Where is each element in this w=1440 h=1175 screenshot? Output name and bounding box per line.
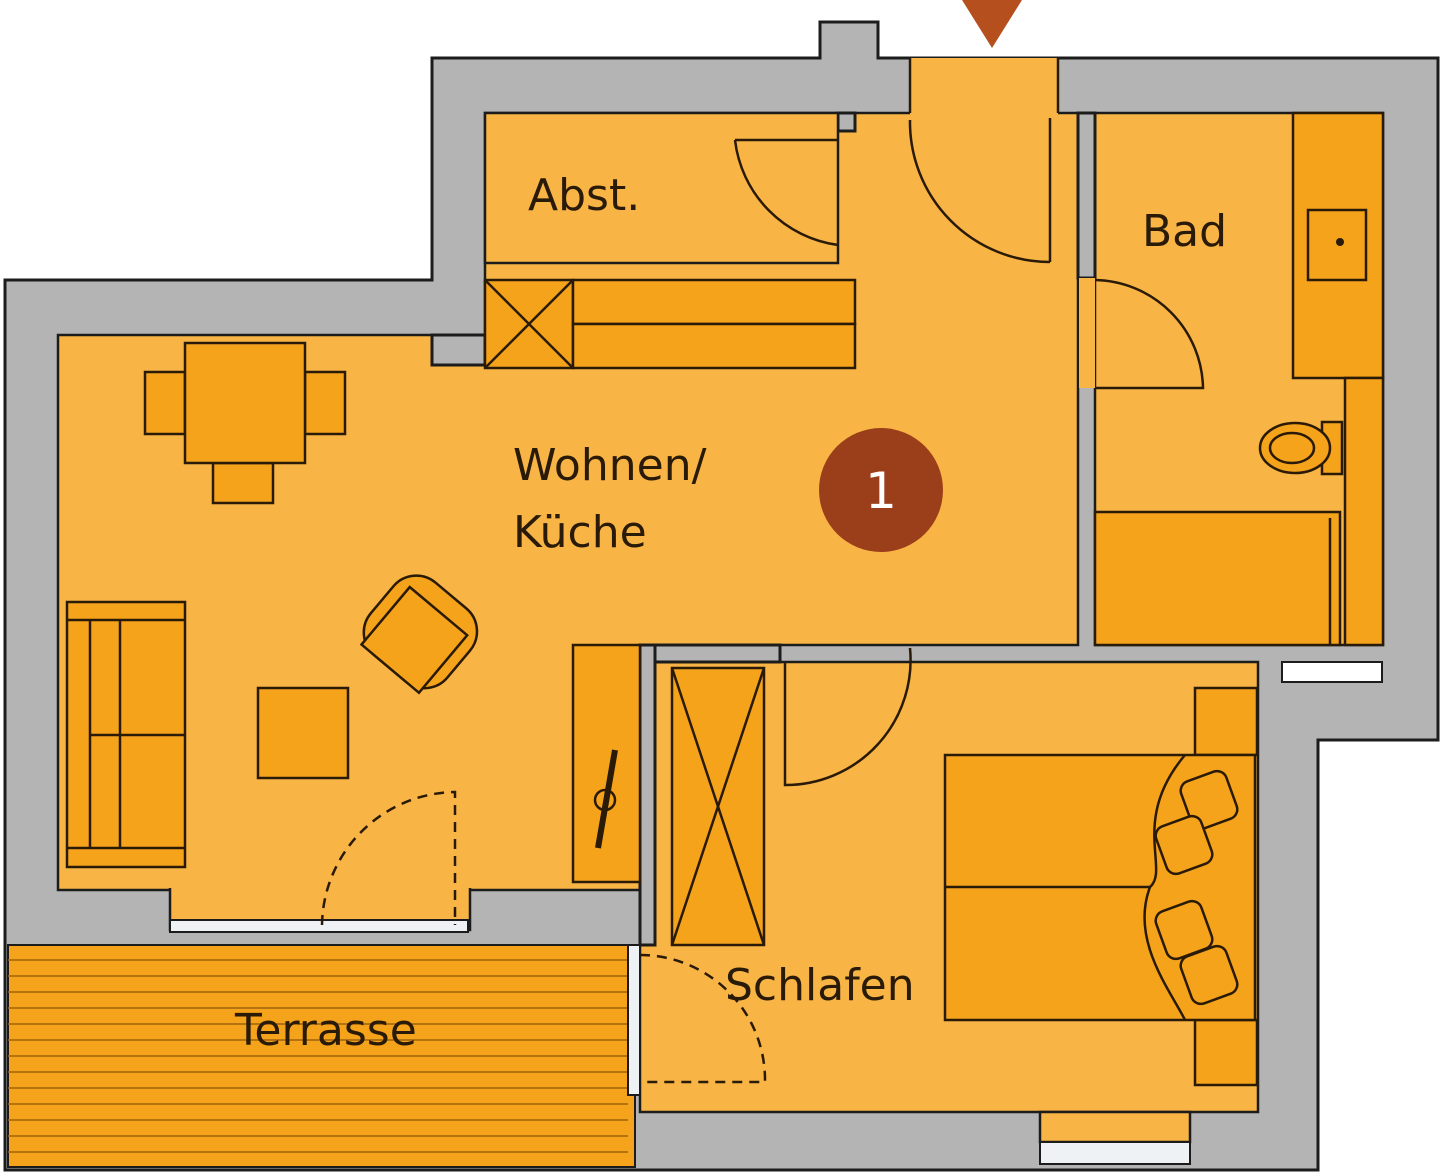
- terrace-door-frame: [627, 944, 641, 1096]
- armchair: [359, 574, 479, 695]
- tv-unit: [571, 643, 642, 884]
- hall-closets: [483, 278, 857, 370]
- label-living-line2: Küche: [513, 507, 647, 558]
- terrace: [7, 944, 636, 1168]
- bath-fixtures: [1093, 111, 1385, 647]
- storage-room-floor: [483, 111, 840, 265]
- label-bedroom: Schlafen: [725, 960, 915, 1011]
- window-bath: [1281, 661, 1383, 683]
- label-living-line1: Wohnen/: [513, 440, 707, 491]
- label-terrace: Terrasse: [234, 1005, 417, 1056]
- window-bedroom: [1039, 1141, 1191, 1165]
- sofa: [65, 600, 187, 869]
- bed: [943, 686, 1259, 1087]
- unit-badge-number: 1: [865, 462, 897, 520]
- label-bath: Bad: [1142, 206, 1227, 257]
- entrance-arrow-icon: [962, 0, 1022, 48]
- unit-badge: [819, 428, 943, 552]
- doors: [320, 118, 1205, 1084]
- label-storage: Abst.: [528, 170, 640, 221]
- wardrobe: [670, 666, 766, 947]
- window-living: [169, 919, 469, 933]
- coffee-table: [256, 686, 350, 780]
- dining-set: [143, 341, 347, 505]
